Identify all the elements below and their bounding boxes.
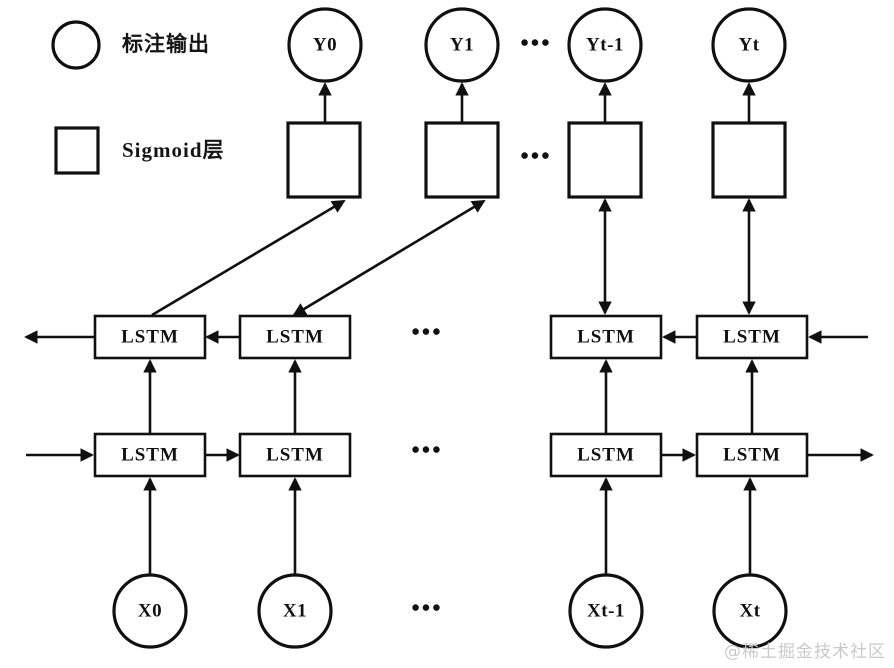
output-label-y0: Y0 [313,34,337,55]
edge-backward1-to-sigmoid1-diagonal [292,199,486,317]
legend-circle-icon [51,20,101,70]
input-label-xt: Xt [739,600,760,621]
forward-lstm-label-0: LSTM [121,444,179,465]
output-circle-yt-minus-1[interactable] [567,7,643,83]
forward-lstm-rect-t[interactable] [695,432,809,478]
forward-lstm-rect-1[interactable] [238,432,352,478]
input-node-x0[interactable]: X0 [112,573,188,649]
output-row-ellipsis: ••• [520,31,551,57]
forward-lstm-cell-1[interactable]: LSTM [238,432,352,478]
output-label-y1: Y1 [450,34,474,55]
backward-lstm-label-t: LSTM [723,326,781,347]
sigmoid-rect-t[interactable] [711,121,787,199]
output-circle-yt[interactable] [711,7,787,83]
legend-label-label-output: 标注输出 [122,32,210,56]
backward-lstm-label-0: LSTM [121,326,179,347]
forward-lstm-cell-0[interactable]: LSTM [93,432,207,478]
forward-lstm-cell-t[interactable]: LSTM [695,432,809,478]
output-label-yt: Yt [738,34,759,55]
sigmoid-box-t[interactable] [711,121,787,199]
edge-backward0-to-sigmoid0-diagonal [151,199,346,317]
output-label-yt-minus-1: Yt-1 [586,34,624,55]
backward-lstm-rect-0[interactable] [93,314,207,360]
output-node-yt-minus-1[interactable]: Yt-1 [567,7,643,83]
backward-lstm-cell-0[interactable]: LSTM [93,314,207,360]
backward-lstm-rect-t[interactable] [695,314,809,360]
backward-lstm-label-t-minus-1: LSTM [577,326,635,347]
watermark-text: @稀土掘金技术社区 [724,642,886,662]
backward-lstm-rect-1[interactable] [238,314,352,360]
output-node-yt[interactable]: Yt [711,7,787,83]
forward-lstm-row-ellipsis: ••• [411,438,442,464]
output-circle-y0[interactable] [287,7,363,83]
sigmoid-rect-0[interactable] [286,121,362,199]
output-node-y0[interactable]: Y0 [287,7,363,83]
input-node-x1[interactable]: X1 [257,573,333,649]
backward-lstm-label-1: LSTM [266,326,324,347]
forward-lstm-label-1: LSTM [266,444,324,465]
backward-lstm-cell-t[interactable]: LSTM [695,314,809,360]
backward-lstm-rect-t-minus-1[interactable] [549,314,663,360]
input-label-x0: X0 [138,600,162,621]
legend: 标注输出 Sigmoid层 [51,20,225,175]
input-node-xt[interactable]: Xt [712,573,788,649]
forward-lstm-label-t: LSTM [723,444,781,465]
sigmoid-box-t-minus-1[interactable] [567,121,643,199]
sigmoid-rect-1[interactable] [424,121,500,199]
backward-lstm-cell-1[interactable]: LSTM [238,314,352,360]
forward-lstm-label-t-minus-1: LSTM [577,444,635,465]
forward-lstm-cell-t-minus-1[interactable]: LSTM [549,432,663,478]
output-node-y1[interactable]: Y1 [424,7,500,83]
input-node-xt-minus-1[interactable]: Xt-1 [568,573,644,649]
sigmoid-box-0[interactable] [286,121,362,199]
sigmoid-box-1[interactable] [424,121,500,199]
legend-square-icon [54,126,100,175]
input-label-x1: X1 [283,600,307,621]
input-row-ellipsis: ••• [411,596,442,622]
backward-lstm-cell-t-minus-1[interactable]: LSTM [549,314,663,360]
sigmoid-rect-t-minus-1[interactable] [567,121,643,199]
backward-lstm-row-ellipsis: ••• [411,320,442,346]
input-label-xt-minus-1: Xt-1 [587,600,625,621]
legend-label-sigmoid-layer: Sigmoid层 [122,138,225,162]
output-circle-y1[interactable] [424,7,500,83]
sigmoid-row-ellipsis: ••• [520,144,551,170]
